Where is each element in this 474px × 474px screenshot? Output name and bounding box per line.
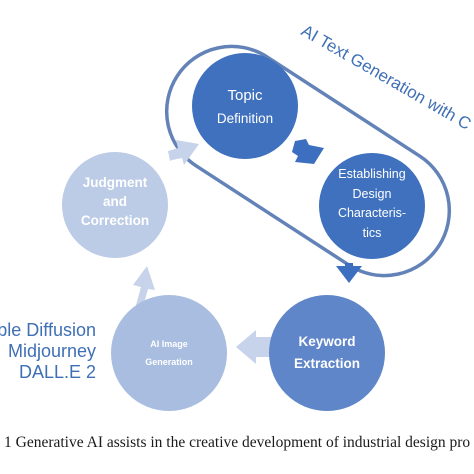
judgment-line-3: Correction (81, 213, 149, 228)
svg-text:AI Image: AI Image (150, 339, 188, 349)
arrow-establishing-to-keyword (336, 263, 362, 283)
establishing-line-1: Establishing (338, 167, 405, 181)
topic-line-1: Topic (227, 87, 263, 104)
image-generation-line-2: Generation (145, 357, 193, 367)
image-generation-line-1: AI Image (150, 339, 188, 349)
keyword-line-1: Keyword (298, 334, 355, 349)
svg-text:and: and (103, 194, 127, 209)
svg-text:Establishing: Establishing (338, 167, 405, 181)
svg-text:Topic: Topic (227, 87, 263, 104)
svg-text:Midjourney: Midjourney (8, 341, 96, 361)
image-tool-midjourney: Midjourney (8, 341, 96, 361)
svg-text:Keyword: Keyword (298, 334, 355, 349)
svg-text:Extraction: Extraction (294, 356, 360, 371)
svg-text:DALL.E 2: DALL.E 2 (19, 362, 96, 382)
svg-text:Generation: Generation (145, 357, 193, 367)
establishing-characteristics-node (319, 153, 425, 259)
svg-text:ble Diffusion: ble Diffusion (0, 320, 96, 340)
svg-text:Design: Design (353, 187, 392, 201)
establishing-line-3: Characteris- (338, 206, 406, 220)
keyword-line-2: Extraction (294, 356, 360, 371)
svg-text:Correction: Correction (81, 213, 149, 228)
image-tool-dalle: DALL.E 2 (19, 362, 96, 382)
judgment-line-1: Judgment (83, 175, 148, 190)
establishing-line-2: Design (353, 187, 392, 201)
figure-caption: 1 Generative AI assists in the creative … (4, 434, 471, 451)
arrow-topic-to-establishing (292, 139, 324, 164)
image-tool-stable-diffusion: ble Diffusion (0, 320, 96, 340)
ai-image-generation-node (111, 295, 227, 411)
svg-text:Characteris-: Characteris- (338, 206, 406, 220)
topic-definition-node (192, 53, 298, 159)
arrow-keyword-to-image (236, 330, 278, 364)
svg-text:Definition: Definition (217, 111, 273, 126)
svg-text:tics: tics (363, 226, 382, 240)
text-generation-group-outline (164, 44, 452, 278)
arrow-image-to-judgment (133, 266, 155, 307)
keyword-extraction-node (269, 295, 385, 411)
arrow-judgment-to-topic (168, 140, 199, 165)
topic-line-2: Definition (217, 111, 273, 126)
establishing-line-4: tics (363, 226, 382, 240)
judgment-correction-node (62, 152, 168, 258)
judgment-line-2: and (103, 194, 127, 209)
svg-text:Judgment: Judgment (83, 175, 148, 190)
